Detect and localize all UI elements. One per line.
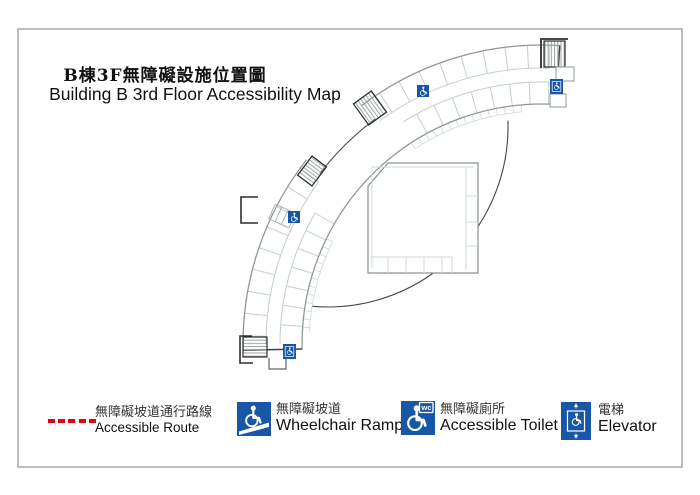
legend-toilet-label-zh: 無障礙廁所 bbox=[440, 402, 506, 417]
legend-accessible-route: 無障礙坡道通行路線 Accessible Route bbox=[46, 404, 226, 448]
legend-route-label-zh: 無障礙坡道通行路線 bbox=[95, 405, 213, 420]
page-title-en: Building B 3rd Floor Accessibility Map bbox=[49, 84, 341, 104]
accessible-toilet-icon: wc bbox=[401, 401, 435, 435]
wc-badge: wc bbox=[420, 403, 431, 412]
route-dash-swatch bbox=[48, 419, 96, 423]
balcony-strip bbox=[302, 104, 523, 332]
legend-elevator-label-zh: 電梯 bbox=[598, 403, 625, 418]
stair-cores bbox=[239, 38, 575, 370]
elevator-marker bbox=[283, 344, 296, 359]
square-wing bbox=[367, 162, 479, 274]
stairs-bottom bbox=[242, 336, 268, 358]
accessible-toilet-marker bbox=[417, 85, 429, 97]
legend-accessible-toilet: wc 無障礙廁所 Accessible Toilet bbox=[401, 400, 561, 446]
legend-ramp-label-en: Wheelchair Ramp bbox=[276, 417, 404, 434]
legend-elevator: 電梯 Elevator bbox=[561, 402, 691, 446]
accessible-toilet-marker bbox=[288, 211, 300, 223]
wheelchair-ramp-icon bbox=[237, 402, 271, 436]
page-title-zh: B棟3F無障礙設施位置圖 bbox=[63, 66, 267, 86]
legend-toilet-label-en: Accessible Toilet bbox=[440, 417, 558, 434]
legend-wheelchair-ramp: 無障礙坡道 Wheelchair Ramp bbox=[237, 402, 403, 446]
elevator-icon bbox=[561, 402, 591, 440]
elevator-marker bbox=[550, 79, 563, 94]
stairs-bend bbox=[296, 155, 328, 187]
stairs-top-right bbox=[543, 40, 566, 68]
page-border bbox=[17, 28, 683, 468]
legend-route-label-en: Accessible Route bbox=[95, 420, 200, 435]
legend-elevator-label-en: Elevator bbox=[598, 418, 657, 435]
stairs-mid bbox=[352, 90, 388, 126]
legend-ramp-label-zh: 無障礙坡道 bbox=[276, 402, 342, 417]
